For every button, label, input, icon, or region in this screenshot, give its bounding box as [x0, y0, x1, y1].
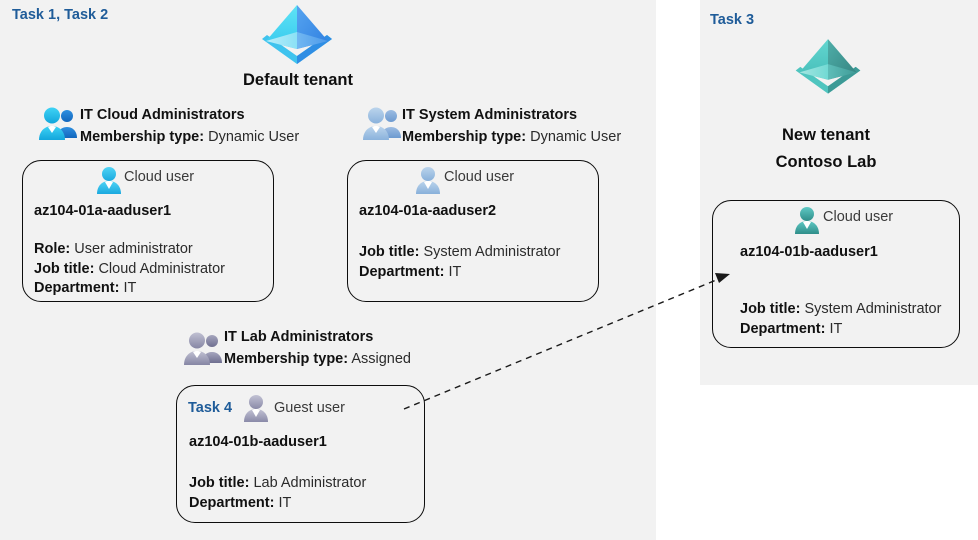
user-type-label: Guest user	[274, 400, 345, 416]
attr-job-title: Job title: System Administrator	[740, 301, 942, 317]
cloud-user-icon-aaduser2	[416, 167, 440, 194]
attr-job-title: Job title: System Administrator	[359, 244, 561, 260]
azure-ad-tenant-icon-new	[795, 39, 861, 94]
attr-department: Department: IT	[189, 494, 292, 511]
attr-job-title: Job title: Lab Administrator	[189, 475, 367, 491]
group-it-cloud-administrators: IT Cloud Administrators Membership type:…	[80, 108, 299, 144]
group-membership: Membership type: Dynamic User	[402, 128, 622, 145]
user-name-aaduser2: az104-01a-aaduser2	[359, 203, 497, 219]
user-type-row-aaduser1: Cloud user	[124, 169, 194, 185]
user-type-row-aaduser2: Cloud user	[444, 169, 514, 185]
azure-ad-tenant-icon-default	[262, 5, 332, 64]
user-card-cloud-az104-01b-aaduser1	[712, 200, 960, 348]
attr-department: Department: IT	[34, 280, 137, 296]
user-type-row-guest: Task 4	[188, 400, 236, 416]
group-users-icon-lab-admins	[184, 332, 222, 365]
user-attributes-aaduser2: Job title: System Administrator Departme…	[359, 243, 560, 282]
group-it-lab-administrators: IT Lab Administrators Membership type: A…	[224, 330, 411, 366]
user-attributes-aaduser1: Role: User administrator Job title: Clou…	[34, 240, 225, 299]
user-type-label: Cloud user	[124, 169, 195, 185]
default-tenant-panel	[0, 0, 656, 540]
group-users-icon-system-admins	[363, 107, 401, 140]
attr-job-title: Job title: Cloud Administrator	[34, 260, 225, 277]
new-tenant-caption-line2: Contoso Lab	[775, 153, 877, 171]
group-users-icon-cloud-admins	[39, 107, 77, 140]
guest-user-icon	[244, 395, 268, 422]
task-label-1-2: Task 1, Task 2	[12, 7, 109, 23]
user-name-guest: az104-01b-aaduser1	[189, 434, 327, 450]
user-type-label-guest-row: Guest user	[274, 400, 345, 416]
user-type-row-aaduser1b: Cloud user	[823, 209, 893, 225]
user-type-label: Cloud user	[444, 169, 515, 185]
user-name-aaduser1b: az104-01b-aaduser1	[740, 244, 878, 260]
group-name: IT Lab Administrators	[224, 329, 374, 345]
user-attributes-guest: Job title: Lab Administrator Department:…	[189, 474, 366, 513]
new-tenant-caption-line1: New tenant	[781, 126, 870, 144]
attr-role: Role: User administrator	[34, 241, 193, 257]
group-membership: Membership type: Assigned	[224, 350, 411, 367]
attr-department: Department: IT	[740, 320, 843, 337]
task-label-4: Task 4	[188, 400, 233, 416]
cloud-user-icon-aaduser1b	[795, 207, 819, 234]
cloud-user-icon-aaduser1	[97, 167, 121, 194]
task-label-3: Task 3	[710, 12, 755, 28]
group-membership: Membership type: Dynamic User	[80, 128, 300, 145]
user-name-aaduser1: az104-01a-aaduser1	[34, 203, 172, 219]
group-name: IT Cloud Administrators	[80, 107, 245, 123]
group-it-system-administrators: IT System Administrators Membership type…	[402, 108, 621, 144]
user-attributes-aaduser1b: Job title: System Administrator Departme…	[740, 300, 941, 339]
default-tenant-caption: Default tenant	[242, 71, 353, 89]
user-type-label: Cloud user	[823, 209, 894, 225]
user-card-guest-az104-01b-aaduser1	[176, 385, 425, 523]
attr-department: Department: IT	[359, 263, 462, 280]
group-name: IT System Administrators	[402, 107, 578, 123]
user-card-az104-01a-aaduser1	[22, 160, 274, 302]
